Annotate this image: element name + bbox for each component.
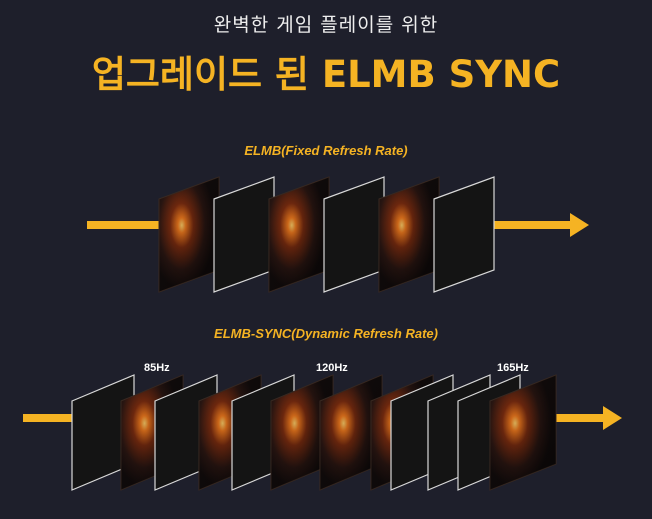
hz-label-120: 120Hz xyxy=(316,362,348,374)
dynamic-frame-row xyxy=(71,374,557,491)
game-frame xyxy=(270,374,334,491)
dynamic-refresh-label: ELMB-SYNC(Dynamic Refresh Rate) xyxy=(214,326,438,341)
black-frame xyxy=(323,176,385,293)
game-frame xyxy=(158,176,220,293)
game-frame xyxy=(268,176,330,293)
black-frame xyxy=(433,176,495,293)
black-frame xyxy=(213,176,275,293)
page-title: 업그레이드 된 ELMB SYNC xyxy=(91,53,561,96)
fixed-refresh-label: ELMB(Fixed Refresh Rate) xyxy=(244,143,408,158)
game-frame xyxy=(489,374,557,491)
page-subtitle: 완벽한 게임 플레이를 위한 xyxy=(213,14,439,36)
game-frame xyxy=(378,176,440,293)
hz-label-85: 85Hz xyxy=(144,362,170,374)
hz-label-165: 165Hz xyxy=(497,362,529,374)
fixed-frame-row xyxy=(158,176,495,293)
